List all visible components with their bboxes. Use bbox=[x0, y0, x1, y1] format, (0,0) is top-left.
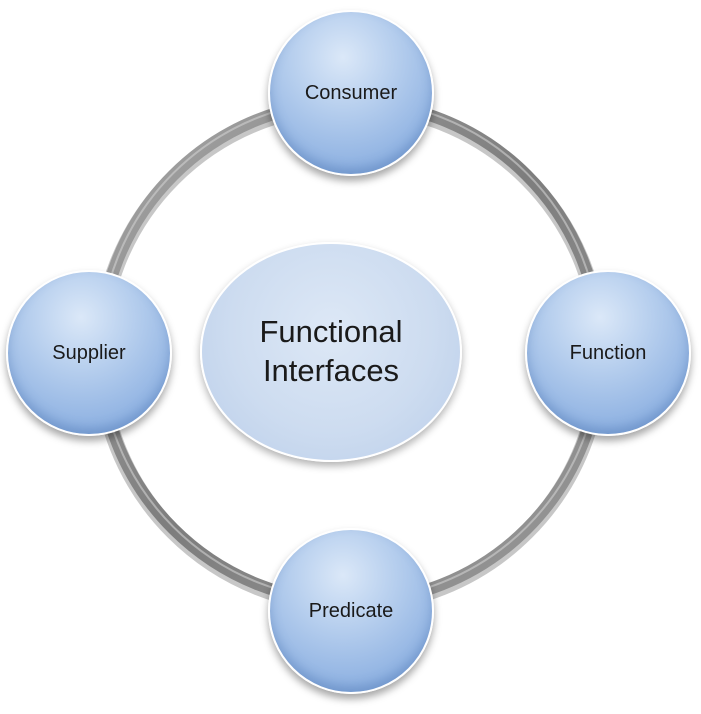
node-predicate-label: Predicate bbox=[308, 599, 394, 622]
node-function: Function bbox=[525, 270, 691, 436]
node-supplier-label: Supplier bbox=[52, 341, 126, 364]
node-consumer: Consumer bbox=[268, 10, 434, 176]
node-function-label: Function bbox=[569, 341, 647, 364]
node-consumer-label: Consumer bbox=[304, 81, 398, 104]
node-predicate: Predicate bbox=[268, 528, 434, 694]
center-node-functional-interfaces: Functional Interfaces bbox=[200, 242, 462, 462]
center-node-label: Functional Interfaces bbox=[259, 314, 403, 388]
node-supplier: Supplier bbox=[6, 270, 172, 436]
